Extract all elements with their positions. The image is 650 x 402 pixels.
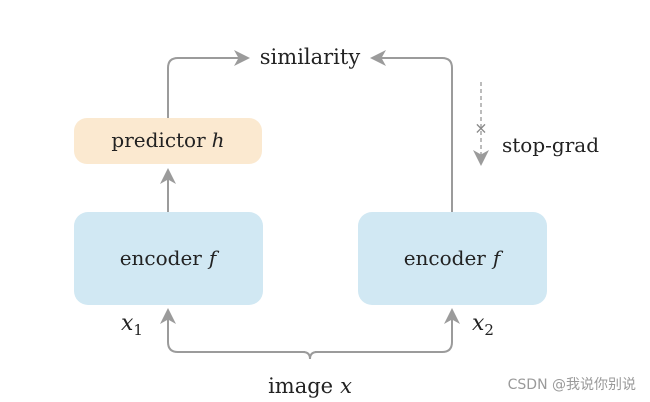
stop-grad-label: stop-grad <box>502 133 599 157</box>
encoder-right-text: encoder <box>404 246 487 270</box>
image-text: image <box>268 374 333 398</box>
x1-subscript: 1 <box>133 321 143 339</box>
x2-subscript: 2 <box>484 321 494 339</box>
arrow-predictor-to-similarity <box>167 50 250 118</box>
predictor-symbol: h <box>212 128 225 152</box>
arrow-image-to-x1 <box>160 308 305 353</box>
image-brace-tick <box>302 351 318 360</box>
encoder-left-text: encoder <box>120 246 203 270</box>
watermark: CSDN @我说你别说 <box>508 377 636 393</box>
predictor-box <box>74 118 262 164</box>
predictor-text: predictor <box>111 128 206 152</box>
arrow-encoder-right-to-similarity <box>370 50 453 212</box>
arrow-image-to-x2 <box>315 308 460 353</box>
image-symbol: x <box>340 374 352 398</box>
encoder-right-box <box>358 212 547 305</box>
encoder-left-box <box>74 212 263 305</box>
similarity-label: similarity <box>260 45 361 69</box>
x1-symbol: x <box>121 311 134 336</box>
x2-symbol: x <box>472 311 485 336</box>
stop-grad-mark: × <box>474 119 487 138</box>
x1-label: x1 <box>121 311 143 339</box>
x2-label: x2 <box>472 311 494 339</box>
